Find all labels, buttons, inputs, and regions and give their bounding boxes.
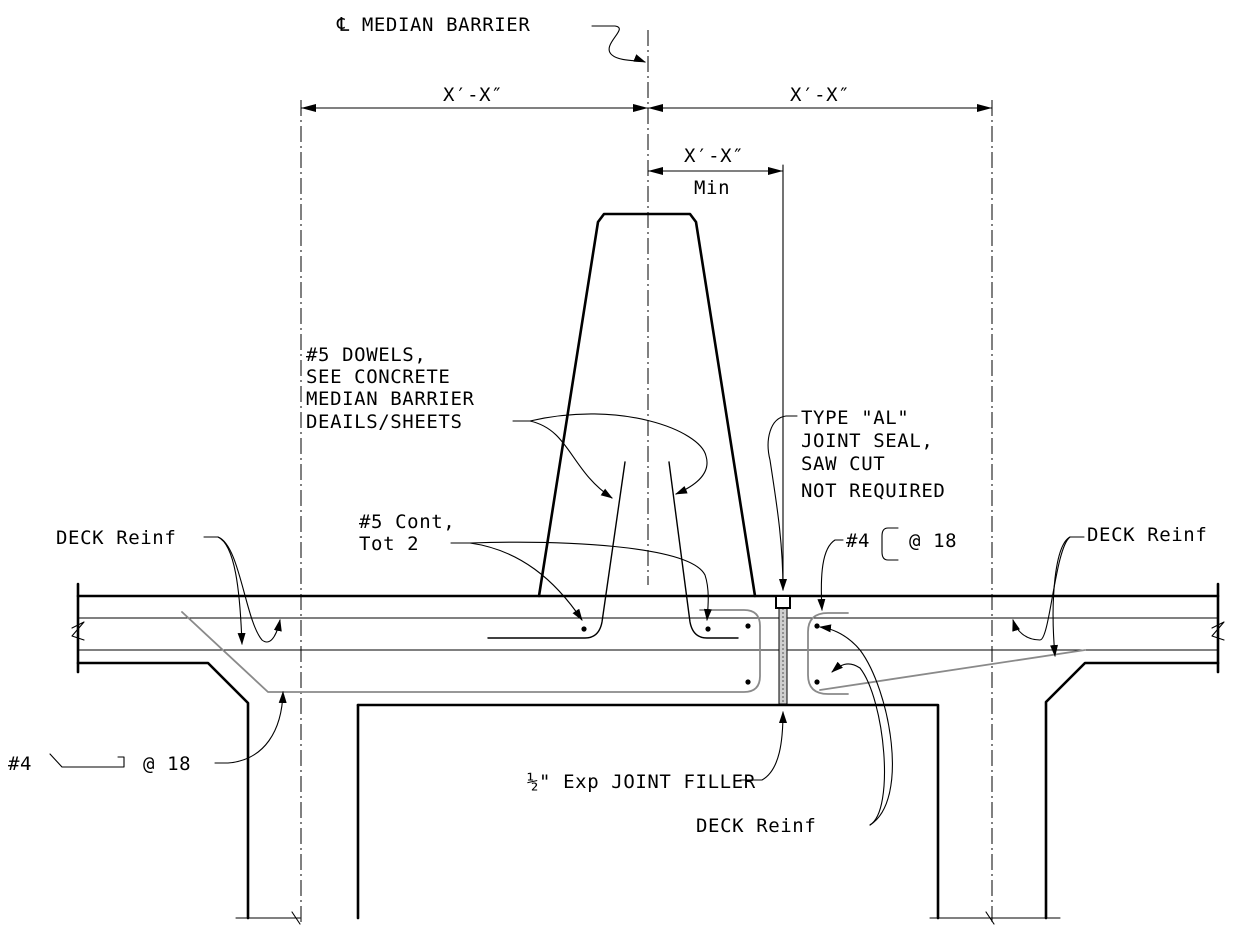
dim-min-top-label: X′-X″: [684, 145, 744, 167]
bar4-left-prefix: #4: [8, 753, 32, 775]
centerline-label: ℄ MEDIAN BARRIER: [336, 14, 530, 36]
bar4-right-symbol: [881, 527, 899, 561]
dowel-bar-left: [487, 461, 626, 639]
joint-filler-label: ½" Exp JOINT FILLER: [527, 771, 756, 793]
median-barrier-outline: [537, 212, 757, 598]
dowels-note-line: #5 DOWELS,: [306, 344, 426, 366]
right-girder-break: [929, 911, 1061, 925]
dowels-note-line: DEAILS/SHEETS: [306, 411, 463, 433]
deck-reinf-left-leader-1: [203, 536, 246, 645]
break-mark-right: [1211, 621, 1225, 641]
dim-min-bottom-label: Min: [694, 177, 730, 199]
bar4-right-leader: [817, 539, 844, 611]
bar-dot: [581, 626, 587, 632]
hook-bar-right-deck: [807, 612, 849, 695]
min-dim-arrow-right: [768, 167, 783, 175]
dim-arrow-center-right: [648, 104, 663, 112]
right-girder-cap: [356, 703, 940, 920]
dim-arrow-center-left: [633, 104, 648, 112]
left-girder-break: [235, 911, 301, 925]
joint-filler-half: ½: [527, 771, 539, 793]
joint-seal-note-line: NOT REQUIRED: [801, 480, 945, 502]
dim-arrow-right-end: [977, 104, 992, 112]
right-girder-outline: [1044, 661, 1220, 920]
joint-seal-leader: [767, 415, 798, 591]
deck-reinf-right-label: DECK Reinf: [1087, 524, 1207, 546]
joint-seal-note-line: TYPE "AL": [801, 407, 909, 429]
loop-bar-left-deck: [181, 609, 761, 693]
joint-filler-text: " Exp JOINT FILLER: [539, 771, 756, 793]
bar4-left-suffix: @ 18: [143, 753, 191, 775]
bent-bar-right-deck: [819, 649, 1086, 691]
bar-dot: [705, 626, 711, 632]
deck-reinf-bottom-leader-2: [831, 661, 885, 826]
joint-seal: [775, 595, 791, 609]
deck-reinf-bottom-leader-1: [819, 624, 893, 826]
bar4-left-symbol: [49, 753, 125, 768]
cont-bar-leader-2: [469, 541, 712, 621]
bar4-left-leader: [214, 691, 287, 764]
joint-filler-leader: [739, 711, 787, 781]
min-dim-arrow-left: [648, 167, 663, 175]
deck-reinf-bottom-label: DECK Reinf: [696, 815, 816, 837]
bar-dot: [814, 679, 820, 685]
deck-reinf-right-leader-2: [1012, 536, 1071, 641]
dim-right-label: X′-X″: [790, 84, 850, 106]
bar4-right-suffix: @ 18: [909, 530, 957, 552]
bar-dot: [745, 623, 751, 629]
dowels-note-line: SEE CONCRETE: [306, 366, 450, 388]
dowel-bar-right: [668, 461, 739, 639]
bar-dot: [745, 679, 751, 685]
bar4-right-prefix: #4: [846, 530, 870, 552]
deck-reinf-left-leader-2: [217, 536, 282, 643]
joint-seal-note-line: SAW CUT: [801, 453, 885, 475]
cont-bars-note-line: #5 Cont,: [359, 511, 455, 533]
dim-arrow-left-end: [301, 104, 316, 112]
dowels-leader-1: [512, 420, 613, 499]
deck-reinf-left-label: DECK Reinf: [56, 527, 176, 549]
dim-left-label: X′-X″: [443, 84, 503, 106]
break-mark-left: [71, 621, 85, 641]
left-girder-outline: [76, 661, 250, 920]
cont-bar-leader-1: [450, 542, 583, 621]
cont-bars-note-line: Tot 2: [359, 533, 419, 555]
dowels-leader-2: [529, 413, 708, 495]
dowels-note-line: MEDIAN BARRIER: [306, 388, 475, 410]
centerline-leader: [591, 25, 646, 63]
joint-seal-note-line: JOINT SEAL,: [801, 430, 933, 452]
bar-dot: [814, 623, 820, 629]
